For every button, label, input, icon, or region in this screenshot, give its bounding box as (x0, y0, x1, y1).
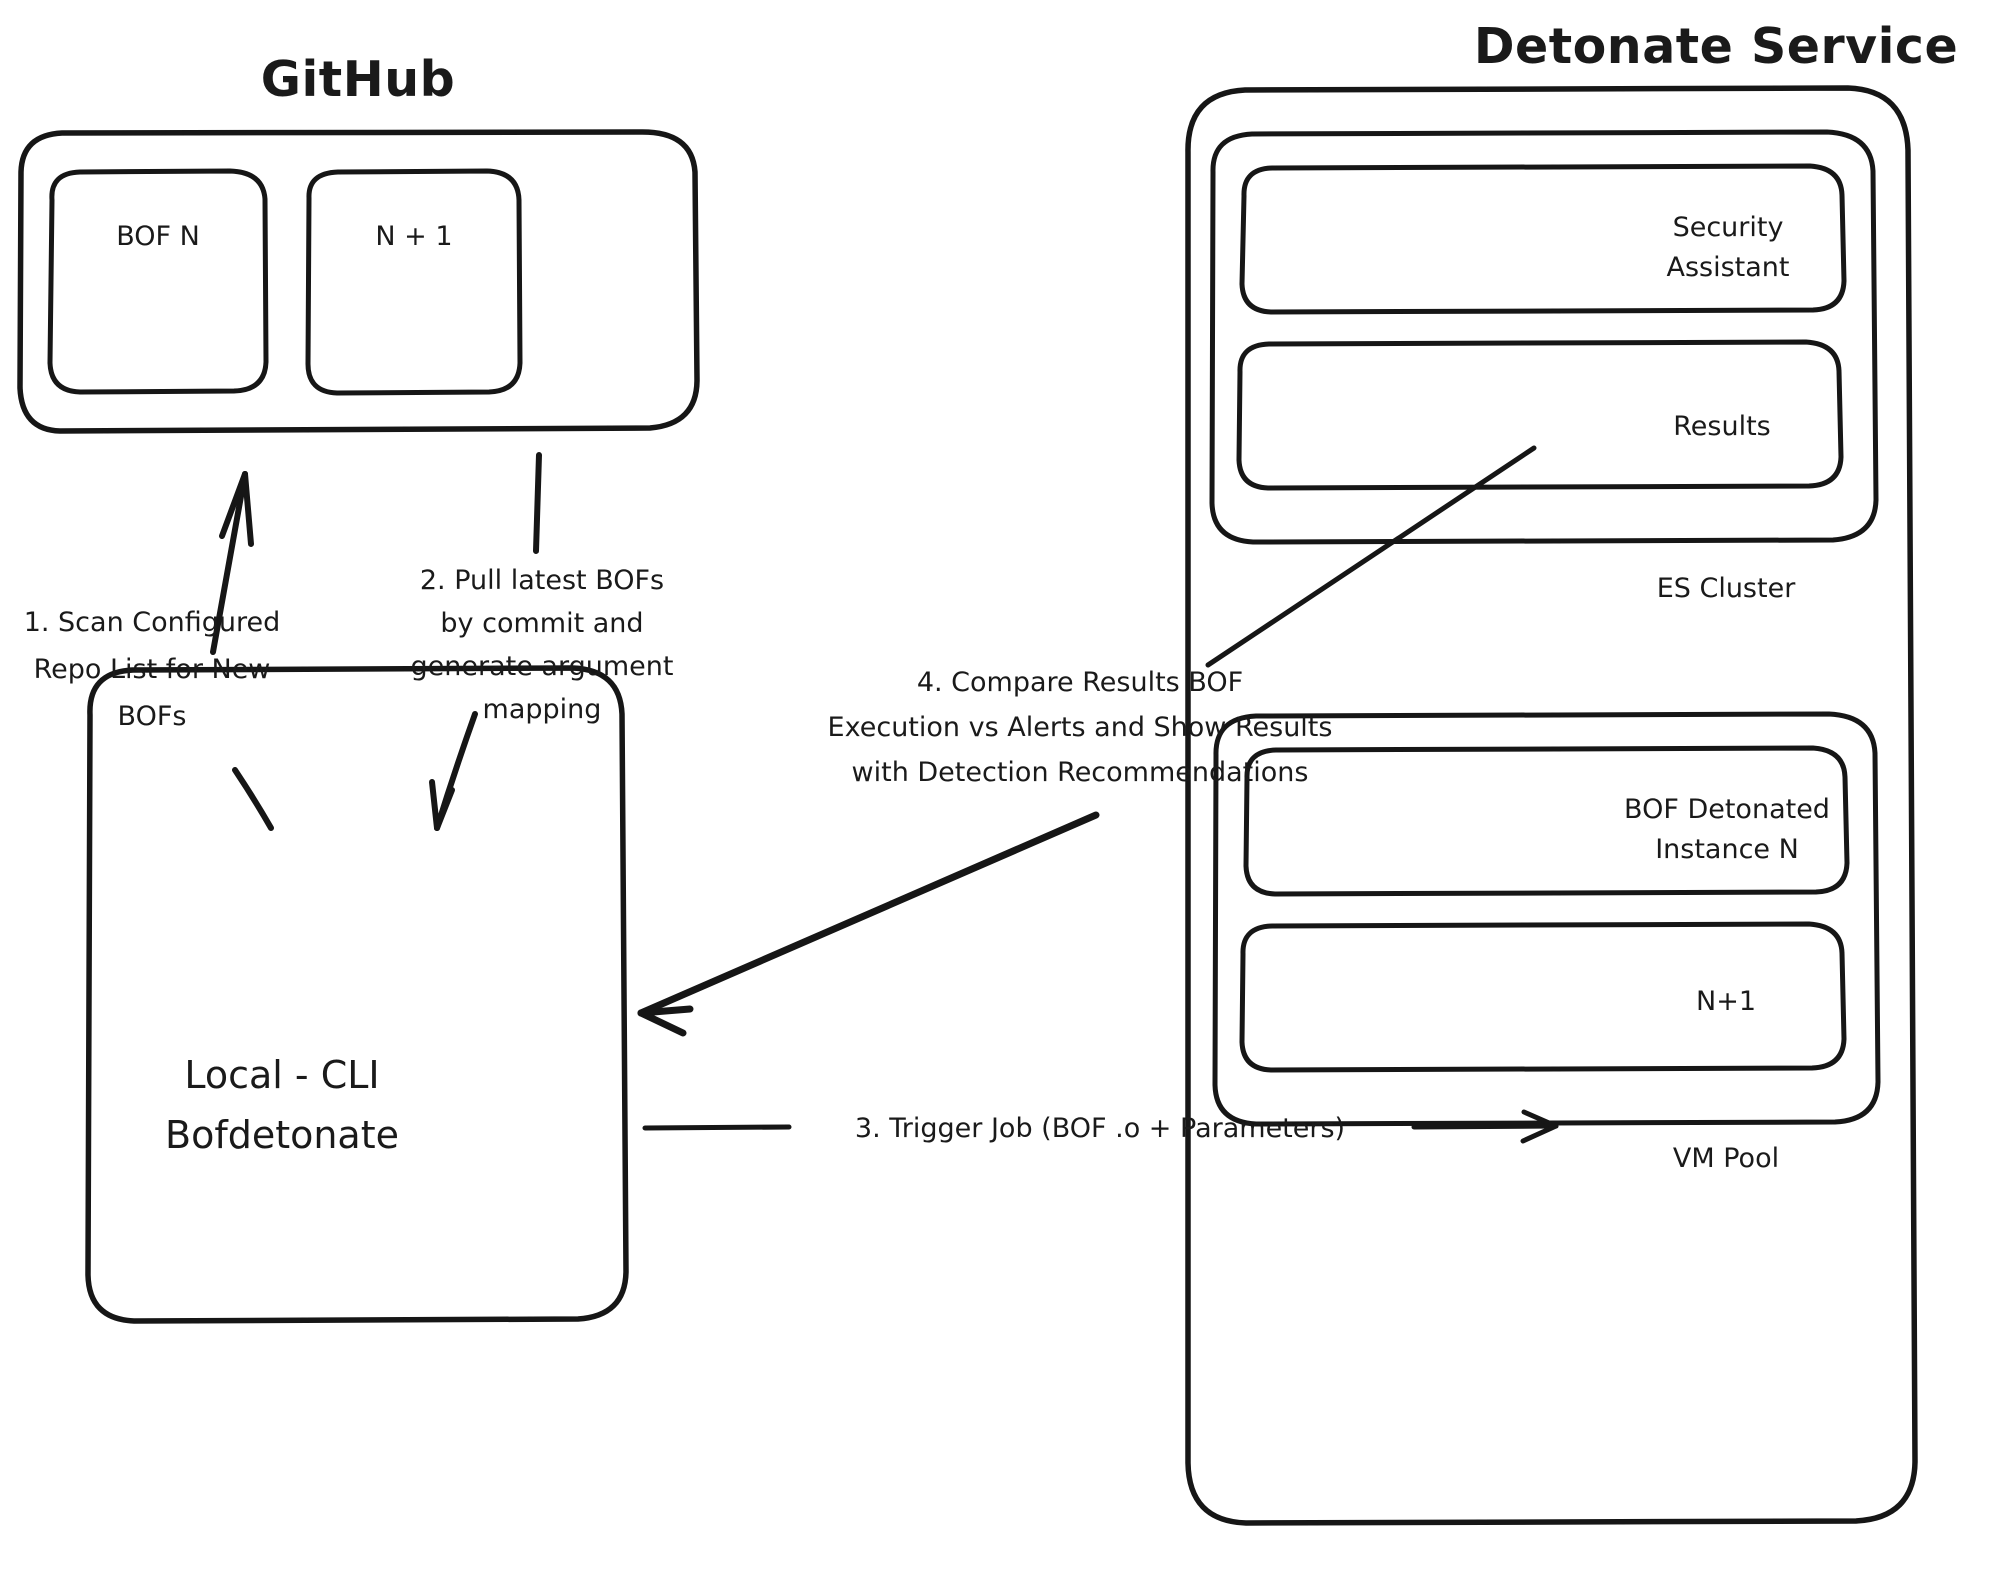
edge-step-4-arrow (637, 445, 1537, 1037)
detonate-service-title: Detonate Service (1474, 18, 1958, 75)
edge-step-1-line-3: BOFs (118, 701, 187, 732)
edge-step-1-line-1: 1. Scan Configured (24, 607, 281, 638)
es-node-1-box (1236, 339, 1844, 491)
edge-step-4-line-1: 4. Compare Results BOF (917, 667, 1243, 698)
github-node-1-box (305, 168, 523, 396)
edge-step-1-line-2: Repo List for New (34, 654, 271, 685)
detonate-service-group (1185, 85, 1918, 1526)
edge-step-3-line-1: 3. Trigger Job (BOF .o + Parameters) (855, 1113, 1345, 1144)
vm-node-0-box (1243, 745, 1850, 897)
github-node-0-box (47, 168, 269, 395)
edge-step-4-line-3: with Detection Recommendations (852, 757, 1309, 788)
edge-step-2-line-4: mapping (483, 694, 602, 725)
edge-step-4-label: 4. Compare Results BOF Execution vs Aler… (828, 667, 1333, 788)
edge-step-3-arrow (642, 1109, 1559, 1144)
edge-step-2-line-1: 2. Pull latest BOFs (420, 565, 664, 596)
local-cli-label-line1: Local - CLI (184, 1053, 379, 1097)
edge-step-2-arrow (429, 452, 542, 831)
vm-node-0-label-line2: Instance N (1655, 834, 1799, 865)
edge-step-4-line-2: Execution vs Alerts and Show Results (828, 712, 1333, 743)
vm-node-0-label-line1: BOF Detonated (1624, 794, 1830, 825)
edge-step-2-line-3: generate argument (411, 651, 674, 682)
local-cli-box (85, 665, 629, 1324)
edge-step-2-label: 2. Pull latest BOFs by commit and genera… (411, 565, 674, 725)
es-node-0-label-line1: Security (1673, 212, 1784, 243)
vm-node-1-box (1239, 921, 1847, 1073)
github-group (17, 129, 700, 434)
vm-pool-caption: VM Pool (1673, 1143, 1779, 1174)
es-node-1-label-line1: Results (1673, 411, 1771, 442)
es-cluster-caption: ES Cluster (1657, 573, 1797, 604)
es-node-0-label-line2: Assistant (1666, 252, 1789, 283)
edge-step-1-label: 1. Scan Configured Repo List for New BOF… (24, 607, 281, 732)
edge-step-2-line-2: by commit and (440, 608, 643, 639)
local-cli-label-line2: Bofdetonate (165, 1113, 399, 1157)
edge-step-1-arrow (210, 471, 274, 831)
github-node-1-label: N + 1 (375, 221, 452, 252)
vm-node-1-label-line1: N+1 (1696, 986, 1756, 1017)
github-node-0-label: BOF N (116, 221, 200, 252)
edge-step-3-label: 3. Trigger Job (BOF .o + Parameters) (855, 1113, 1345, 1144)
github-title: GitHub (261, 51, 455, 108)
es-node-0-box (1239, 163, 1847, 315)
